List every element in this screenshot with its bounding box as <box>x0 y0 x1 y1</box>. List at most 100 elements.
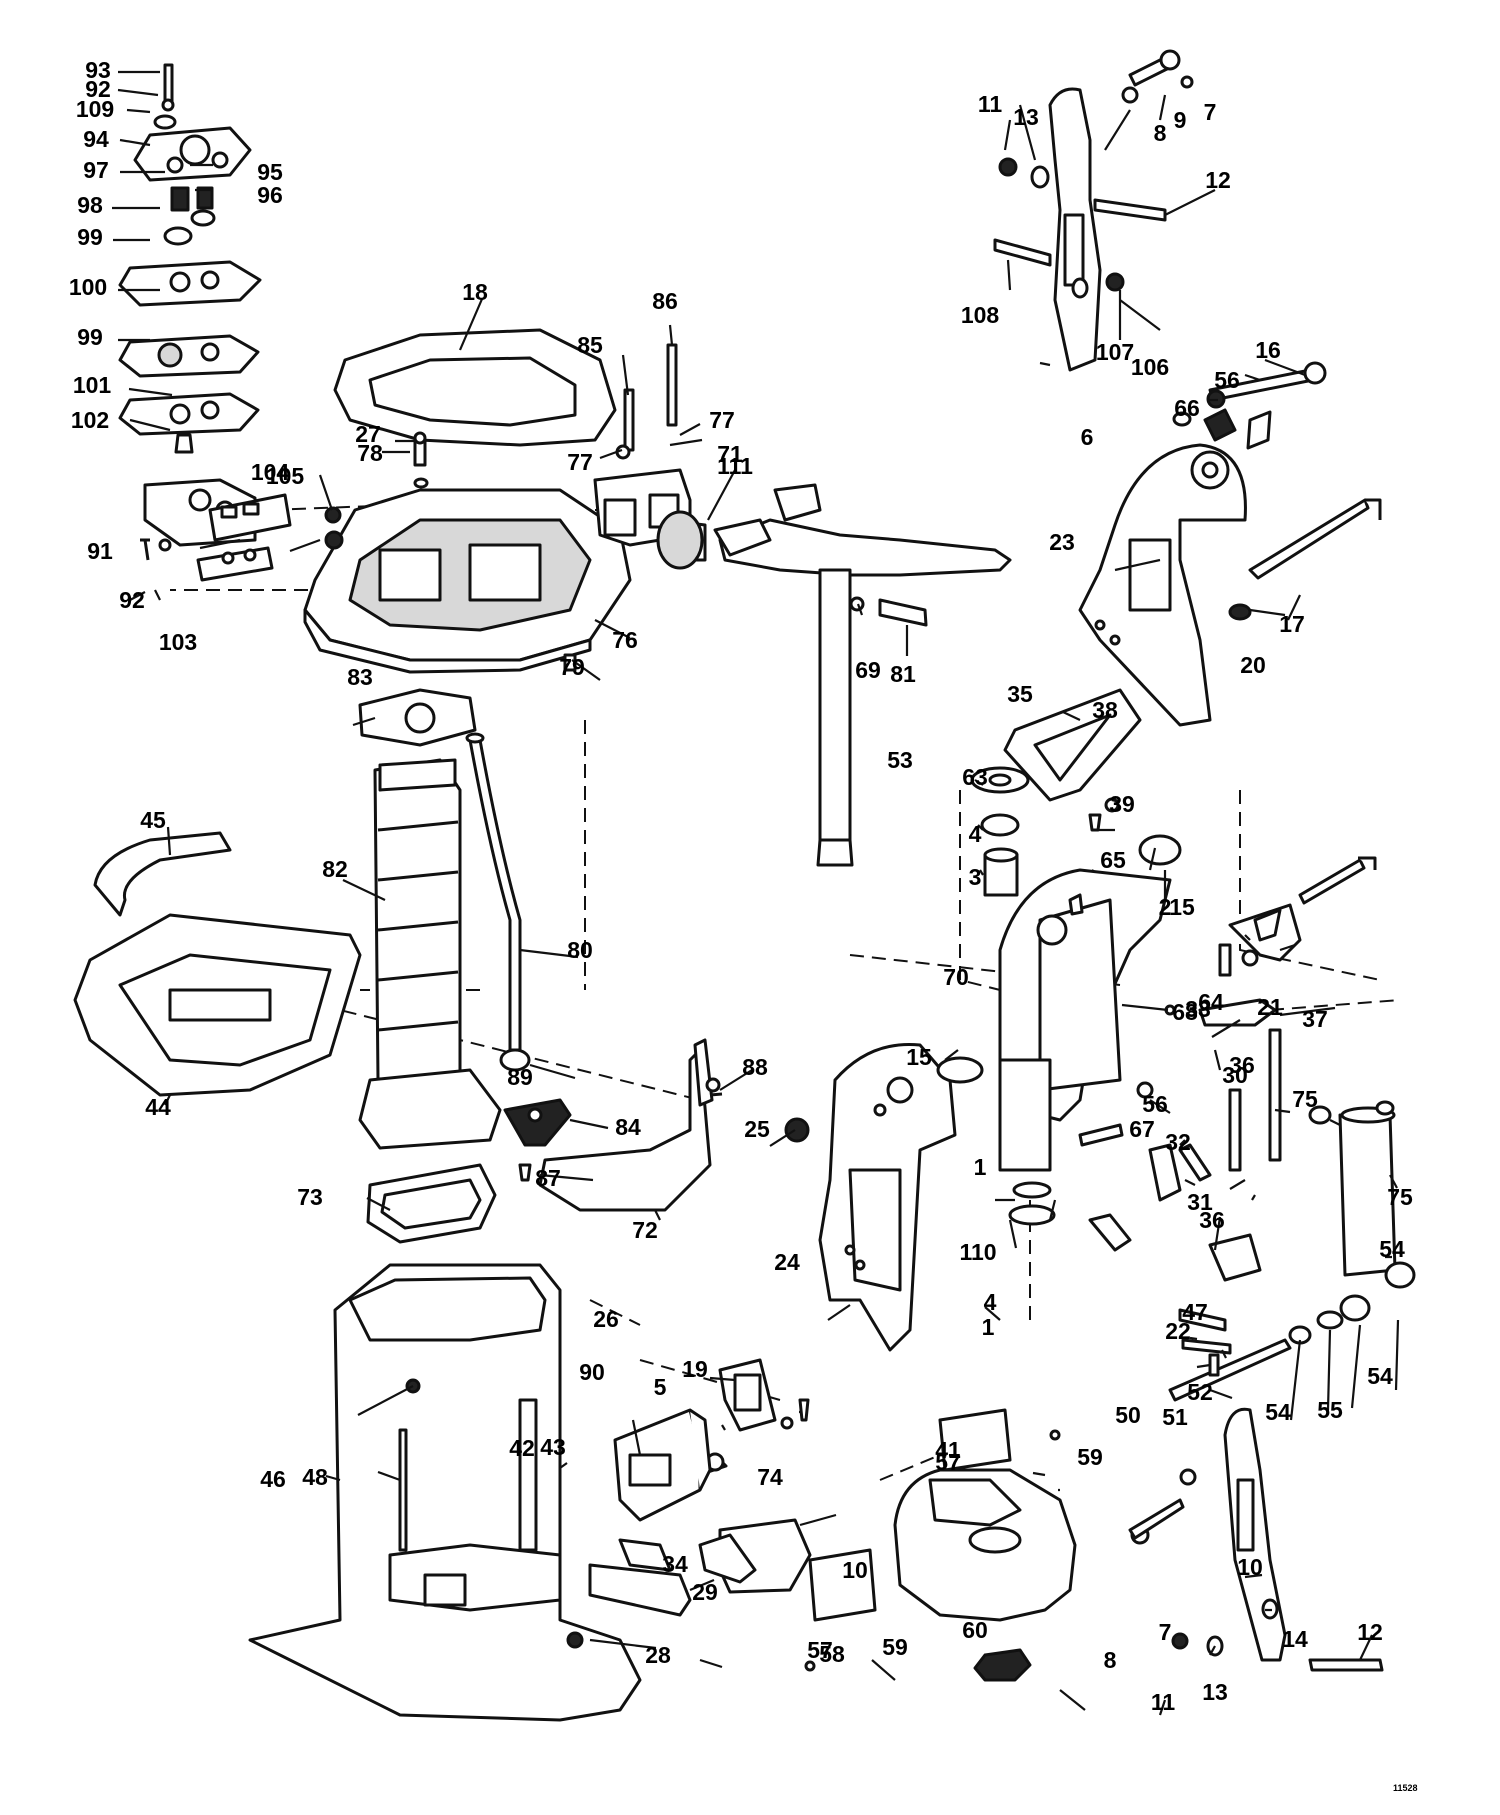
callout-22: 22 <box>1165 1318 1191 1344</box>
callout-110: 110 <box>959 1239 996 1265</box>
lower-cover <box>73 831 362 1097</box>
callout-32: 32 <box>1165 1129 1191 1155</box>
callout-69: 69 <box>855 657 881 683</box>
callout-97: 97 <box>83 157 109 183</box>
seal-ring-73 <box>366 1163 497 1244</box>
callout-12: 12 <box>1357 1619 1383 1645</box>
callout-33: 33 <box>1185 996 1211 1022</box>
callout-67: 67 <box>1129 1116 1155 1142</box>
callout-6: 6 <box>1081 424 1094 450</box>
callout-73: 73 <box>297 1184 323 1210</box>
callout-38: 38 <box>1092 697 1118 723</box>
callout-50: 50 <box>1115 1402 1141 1428</box>
callout-13: 13 <box>1202 1679 1228 1705</box>
callout-45: 45 <box>140 807 166 833</box>
callout-54: 54 <box>1379 1236 1405 1262</box>
callout-88: 88 <box>742 1054 768 1080</box>
callout-58: 58 <box>819 1641 845 1667</box>
callout-5: 5 <box>654 1374 667 1400</box>
callout-99: 99 <box>77 224 103 250</box>
lever-parts <box>1088 1143 1262 1355</box>
callout-24: 24 <box>774 1249 800 1275</box>
callout-79: 79 <box>559 654 585 680</box>
callout-84: 84 <box>615 1114 641 1140</box>
callout-83: 83 <box>347 664 373 690</box>
callout-68: 68 <box>1172 999 1198 1025</box>
callout-105: 105 <box>266 463 305 489</box>
callout-74: 74 <box>757 1464 783 1490</box>
clamp-top-right <box>993 49 1327 450</box>
callout-92: 92 <box>119 587 145 613</box>
callout-66: 66 <box>1174 395 1200 421</box>
callout-60: 60 <box>962 1617 988 1643</box>
callout-11: 11 <box>1151 1689 1176 1715</box>
callout-19: 19 <box>682 1356 708 1382</box>
tilt-cylinder <box>1168 1100 1416 1402</box>
callout-4: 4 <box>984 1289 997 1315</box>
callout-80: 80 <box>567 937 593 963</box>
callout-98: 98 <box>77 192 103 218</box>
swivel-bracket <box>1078 443 1382 727</box>
callout-leaders <box>112 70 1400 1716</box>
callout-15: 15 <box>906 1044 932 1070</box>
callout-39: 39 <box>1109 791 1135 817</box>
callout-57: 57 <box>807 1637 833 1663</box>
stern-bracket-left <box>784 1042 957 1352</box>
callout-51: 51 <box>1162 1404 1188 1430</box>
callout-17: 17 <box>1279 611 1305 637</box>
spring-parts <box>1078 1028 1282 1182</box>
callout-26: 26 <box>593 1306 619 1332</box>
callout-87: 87 <box>535 1165 561 1191</box>
callout-13: 13 <box>1013 104 1039 130</box>
callout-20: 20 <box>1240 652 1266 678</box>
callout-8: 8 <box>1154 120 1167 146</box>
callout-71: 71 <box>717 441 743 467</box>
callout-36: 36 <box>1199 1207 1225 1233</box>
steering-arm <box>713 483 1012 867</box>
callout-106: 106 <box>1131 354 1169 380</box>
callout-labels: 9392109949597969899100991011029192103104… <box>69 57 1413 1715</box>
callout-43: 43 <box>540 1434 566 1460</box>
callout-10: 10 <box>842 1557 868 1583</box>
callout-8: 8 <box>1104 1647 1117 1673</box>
callout-1: 1 <box>982 1314 995 1340</box>
callout-54: 54 <box>1367 1363 1393 1389</box>
callout-63: 63 <box>962 764 988 790</box>
callout-34: 34 <box>662 1551 688 1577</box>
callout-95: 95 <box>257 159 283 185</box>
callout-103: 103 <box>159 629 197 655</box>
callout-21: 21 <box>1257 994 1283 1020</box>
figure-code: 11528 <box>1393 1783 1418 1793</box>
callout-11: 11 <box>978 91 1003 117</box>
callout-93: 93 <box>85 57 111 83</box>
callout-59: 59 <box>882 1634 908 1660</box>
callout-14: 14 <box>1282 1626 1308 1652</box>
callout-96: 96 <box>257 182 283 208</box>
callout-15: 15 <box>1169 894 1195 920</box>
callout-85: 85 <box>577 332 603 358</box>
callout-36: 36 <box>1229 1052 1255 1078</box>
callout-104: 104 <box>251 459 290 485</box>
small-plate-parts <box>499 1048 723 1182</box>
bracket-71 <box>593 343 707 570</box>
callout-37: 37 <box>1302 1006 1328 1032</box>
callout-107: 107 <box>1096 339 1134 365</box>
callout-56: 56 <box>1214 367 1240 393</box>
callout-65: 65 <box>1100 847 1126 873</box>
callout-3: 3 <box>969 864 982 890</box>
swivel-housing <box>936 834 1182 1226</box>
callout-46: 46 <box>260 1466 286 1492</box>
callout-42: 42 <box>509 1435 535 1461</box>
adapter-housing <box>303 328 632 674</box>
callout-30: 30 <box>1222 1062 1248 1088</box>
callout-91: 91 <box>87 538 113 564</box>
callout-77: 77 <box>709 407 735 433</box>
callout-18: 18 <box>462 279 488 305</box>
callout-53: 53 <box>887 747 913 773</box>
callout-1: 1 <box>974 1154 987 1180</box>
callout-52: 52 <box>1187 1379 1213 1405</box>
callout-109: 109 <box>76 96 114 122</box>
callout-78: 78 <box>357 440 383 466</box>
callout-10: 10 <box>1237 1554 1263 1580</box>
